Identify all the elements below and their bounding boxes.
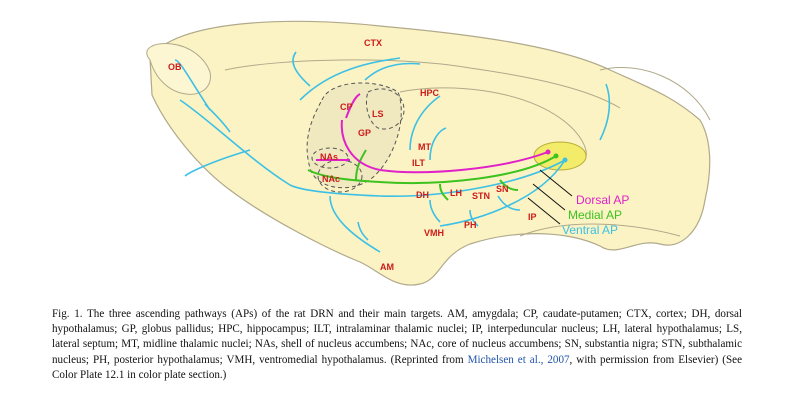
label-hpc: HPC [420, 88, 440, 98]
cortex-boundary [224, 59, 621, 109]
label-ilt: ILT [412, 158, 425, 168]
medial-pointer [532, 183, 566, 211]
caption-text-2: , with permission from Elsevier) (See Co… [52, 353, 742, 381]
label-cp: CP [340, 102, 353, 112]
hippocampus-outline [399, 87, 587, 161]
label-ph: PH [464, 220, 477, 230]
legend-medial: Medial AP [568, 208, 622, 222]
brain-pathway-diagram: OB CTX HPC CP LS GP NAs NAc MT ILT DH LH… [146, 20, 711, 286]
label-ip: IP [528, 212, 537, 222]
label-sn: SN [496, 184, 509, 194]
label-lh: LH [450, 188, 462, 198]
dorsal-pointer [539, 169, 573, 197]
nac-region [317, 159, 363, 193]
drn-nucleus [533, 141, 587, 171]
label-mt: MT [418, 142, 431, 152]
brainstem-lower [519, 223, 681, 237]
label-vmh: VMH [424, 228, 444, 238]
dorsal-pathway [316, 93, 549, 174]
dorsal-origin-dot [545, 149, 551, 155]
caption-text-1: Fig. 1. The three ascending pathways (AP… [52, 308, 742, 366]
ventral-pathway [174, 51, 611, 253]
label-nas: NAs [320, 152, 338, 162]
legend-ventral: Ventral AP [562, 223, 618, 237]
figure-caption: Fig. 1. The three ascending pathways (AP… [52, 307, 742, 383]
brainstem-outline [599, 66, 711, 121]
ventral-pointer [527, 197, 561, 225]
label-ls: LS [372, 109, 384, 119]
medial-origin-dot [553, 153, 559, 159]
label-am: AM [380, 262, 394, 272]
legend-dorsal: Dorsal AP [576, 193, 629, 207]
ls-region [365, 88, 405, 130]
ventral-origin-dot [562, 157, 568, 163]
caption-citation-link[interactable]: Michelsen et al., 2007 [467, 353, 570, 366]
label-gp: GP [358, 128, 371, 138]
label-nac: NAc [322, 174, 340, 184]
label-dh: DH [416, 190, 429, 200]
label-stn: STN [472, 191, 490, 201]
olfactory-bulb [146, 43, 211, 95]
nas-region [311, 147, 349, 169]
medial-pathway [307, 149, 557, 201]
label-ctx: CTX [364, 38, 382, 48]
label-ob: OB [168, 62, 182, 72]
